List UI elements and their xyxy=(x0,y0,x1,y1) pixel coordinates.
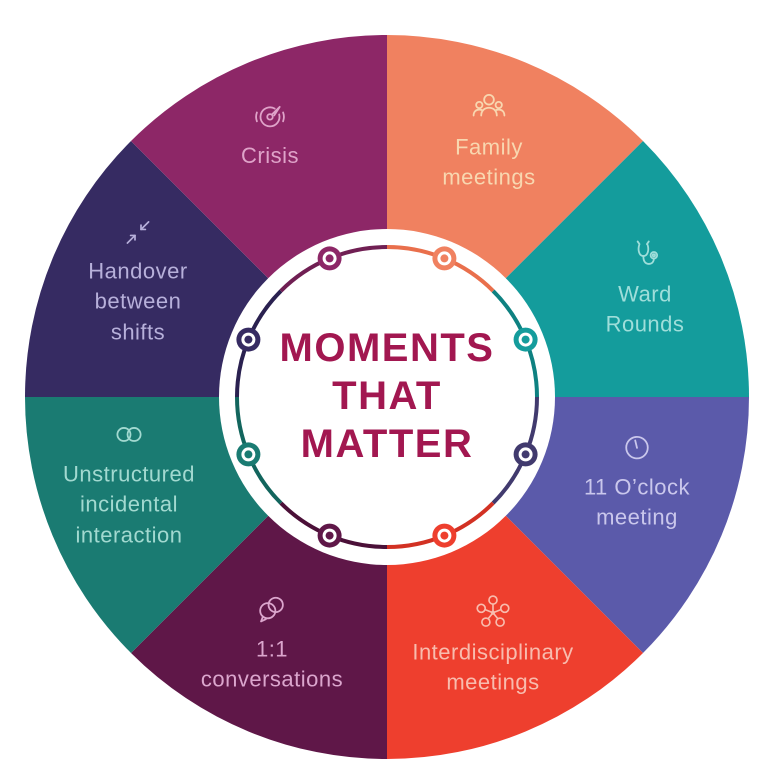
ring-node-1-1-conversations xyxy=(317,523,342,548)
ring-node-ward-rounds xyxy=(513,327,538,352)
ring-nodes xyxy=(236,246,538,548)
ring-node-unstructured-incidental-interaction xyxy=(236,442,261,467)
ring-node-interdisciplinary-meetings xyxy=(432,523,457,548)
center-circle xyxy=(219,229,555,565)
ring-node-crisis xyxy=(317,246,342,271)
ring-node-family-meetings xyxy=(432,246,457,271)
ring-node-handover-between-shifts xyxy=(236,327,261,352)
wheel-title: MOMENTS THAT MATTER xyxy=(279,326,495,466)
ring-node-11-oclock-meeting xyxy=(513,442,538,467)
